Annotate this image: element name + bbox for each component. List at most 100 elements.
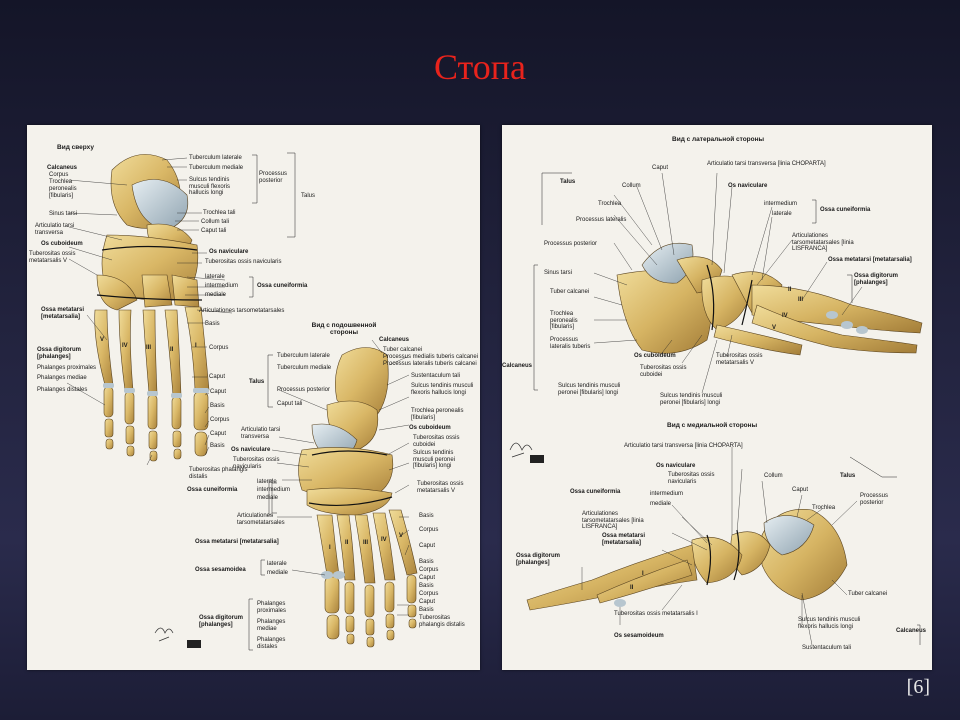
roman-numeral: II xyxy=(788,287,792,293)
label-toe-part: Basis xyxy=(419,583,434,589)
label-processus-posterior: Processus posterior xyxy=(277,387,331,393)
label-trochlea-peronealis: Trochlea peronealis [fibularis] xyxy=(550,311,578,330)
label-toe-part: Corpus xyxy=(210,417,230,423)
label-sustentaculum: Sustentaculum tali xyxy=(411,373,461,379)
roman-numeral: II xyxy=(345,540,349,546)
label-processus-medialis: Processus medialis tuberis calcanei xyxy=(383,354,479,360)
label-caput-tali: Caput tali xyxy=(277,401,303,407)
label-os-naviculare: Os naviculare xyxy=(728,183,768,189)
label-toe-part: Basis xyxy=(210,443,225,449)
label-os-naviculare: Os naviculare xyxy=(231,447,271,453)
label-caput-tali: Caput tali xyxy=(201,228,227,234)
roman-numeral: I xyxy=(329,545,331,551)
label-artic-tarsometatarsales: Articulationes tarsometatarsales [linia … xyxy=(582,511,644,530)
leader-lines xyxy=(66,157,410,616)
label-cuneiforme-intermedium: intermedium xyxy=(257,487,291,493)
label-tuberculum-laterale: Tuberculum laterale xyxy=(189,155,242,161)
label-artic-tarsometatarsales: Articulationes tarsometatarsales xyxy=(237,513,285,526)
roman-numeral: II xyxy=(630,585,634,591)
label-toe-part: Caput xyxy=(419,599,436,605)
roman-numeral: I xyxy=(195,343,197,349)
label-calcaneus: Calcaneus xyxy=(47,165,78,171)
label-sulcus-peronei: Sulcus tendinis musculi peronei [fibular… xyxy=(558,383,621,396)
label-ossa-metatarsi: Ossa metatarsi [metatarsalia] xyxy=(41,307,85,320)
label-brackets xyxy=(533,172,921,645)
label-sustentaculum: Sustentaculum tali xyxy=(802,645,852,651)
label-artic-tarsometatarsales: Articulationes tarsometatarsales xyxy=(199,308,285,314)
slide-title: Стопа xyxy=(433,47,527,87)
label-sulcus-peronei-2: Sulcus tendinis musculi peronei [fibular… xyxy=(660,393,723,406)
label-tuberositas-navicularis: Tuberositas ossis navicularis xyxy=(233,457,280,470)
leader-lines xyxy=(581,172,863,646)
lateral-view-foot-illustration xyxy=(616,242,923,356)
label-basis: Basis xyxy=(205,321,220,327)
label-sulcus-peronei: Sulcus tendinis musculi peronei [fibular… xyxy=(413,450,456,469)
label-sulcus-tendinis: Sulcus tendinis musculi flexoris halluci… xyxy=(189,177,231,196)
label-cuneiforme-intermedium: intermedium xyxy=(205,283,239,289)
label-calcaneus: Calcaneus xyxy=(502,363,533,369)
sole-view-foot-illustration xyxy=(298,347,418,648)
label-cuneiforme-mediale: mediale xyxy=(205,292,227,298)
label-collum: Collum xyxy=(764,473,783,479)
signature-mark xyxy=(154,627,174,642)
label-tuberculum-mediale: Tuberculum mediale xyxy=(277,365,332,371)
label-os-cuboideum: Os cuboideum xyxy=(409,425,451,431)
label-sinus-tarsi: Sinus tarsi xyxy=(49,211,78,217)
label-toe-part: Caput xyxy=(210,431,227,437)
roman-numeral: IV xyxy=(381,537,387,543)
roman-numeral: I xyxy=(642,571,644,577)
label-ossa-metatarsi: Ossa metatarsi [metatarsalia] xyxy=(602,533,646,546)
roman-numeral: V xyxy=(399,533,404,539)
publisher-logo xyxy=(530,455,544,463)
label-cuneiforme-laterale: laterale xyxy=(257,479,277,485)
label-ossa-digitorum: Ossa digitorum [phalanges] xyxy=(199,615,244,628)
label-phalanges-distales: Phalanges distales xyxy=(257,637,286,650)
label-toe-part: Tuberositas phalangis distalis xyxy=(419,615,465,628)
label-ossa-metatarsi: Ossa metatarsi [metatarsalia] xyxy=(195,539,279,545)
label-ossa-cuneiformia: Ossa cuneiformia xyxy=(187,487,238,493)
label-ossa-sesamoidea: Ossa sesamoidea xyxy=(195,567,246,573)
label-tuber-calcanei: Tuber calcanei xyxy=(848,591,888,597)
publisher-logo xyxy=(187,640,201,648)
label-phalanges-mediae: Phalanges mediae xyxy=(257,619,286,632)
label-corpus: Corpus xyxy=(419,527,439,533)
label-ossa-metatarsi: Ossa metatarsi [metatarsalia] xyxy=(828,257,912,263)
roman-numeral: II xyxy=(170,347,174,353)
label-tuber-calcanei: Tuber calcanei xyxy=(383,347,423,353)
sole-view-heading: Вид с подошвенной стороны xyxy=(311,322,377,336)
label-tuberositas-metatarsalis: Tuberositas ossis metatarsalis V xyxy=(29,251,76,264)
label-talus: Talus xyxy=(249,379,265,385)
label-cuneiforme-laterale: laterale xyxy=(205,274,225,280)
label-processus-lateralis: Processus lateralis xyxy=(576,217,627,223)
label-tuberositas-metatarsalis: Tuberositas ossis metatarsalis V xyxy=(716,353,763,366)
label-ossa-cuneiformia: Ossa cuneiformia xyxy=(820,207,871,213)
label-articulatio: Articulatio tarsi transversa xyxy=(241,427,281,440)
label-trochlea-tali: Trochlea tali xyxy=(203,210,236,216)
left-anatomy-plate: Вид сверху Calcaneus Corpus Trochlea per… xyxy=(27,125,480,670)
label-sulcus-tendinis: Sulcus tendinis musculi flexoris halluci… xyxy=(798,617,861,630)
label-os-naviculare: Os naviculare xyxy=(656,463,696,469)
label-artic-tarsometatarsales: Articulationes tarsometatarsales [linia … xyxy=(792,233,854,252)
label-os-cuboideum: Os cuboideum xyxy=(634,353,676,359)
label-toe-part: Corpus xyxy=(419,567,439,573)
label-ossa-digitorum: Ossa digitorum [phalanges] xyxy=(854,273,899,286)
label-cuneiforme-mediale: mediale xyxy=(257,495,279,501)
label-ossa-digitorum: Ossa digitorum [phalanges] xyxy=(516,553,561,566)
label-calcaneus: Calcaneus xyxy=(896,628,927,634)
top-view-heading: Вид сверху xyxy=(57,144,94,151)
label-toe-part: Caput xyxy=(210,389,227,395)
label-cuneiforme-intermedium: intermedium xyxy=(650,491,684,497)
label-phalanges-mediae: Phalanges mediae xyxy=(37,375,87,381)
label-tuberositas-cuboidei: Tuberositas ossis cuboidei xyxy=(413,435,460,448)
label-sinus-tarsi: Sinus tarsi xyxy=(544,270,573,276)
label-phalanges-proximales: Phalanges proximales xyxy=(257,601,287,614)
roman-numeral: V xyxy=(100,337,105,343)
label-cuneiforme-intermedium: intermedium xyxy=(764,201,798,207)
label-collum-tali: Collum tali xyxy=(201,219,230,225)
label-collum: Collum xyxy=(622,183,641,189)
label-caput: Caput xyxy=(652,165,669,171)
label-processus-posterior: Processus posterior xyxy=(860,493,889,506)
label-tuberositas-metatarsalis: Tuberositas ossis metatarsalis V xyxy=(417,481,464,494)
label-processus-lateralis: Processus lateralis tuberis calcanei xyxy=(383,361,477,367)
label-toe-part: Basis xyxy=(210,403,225,409)
